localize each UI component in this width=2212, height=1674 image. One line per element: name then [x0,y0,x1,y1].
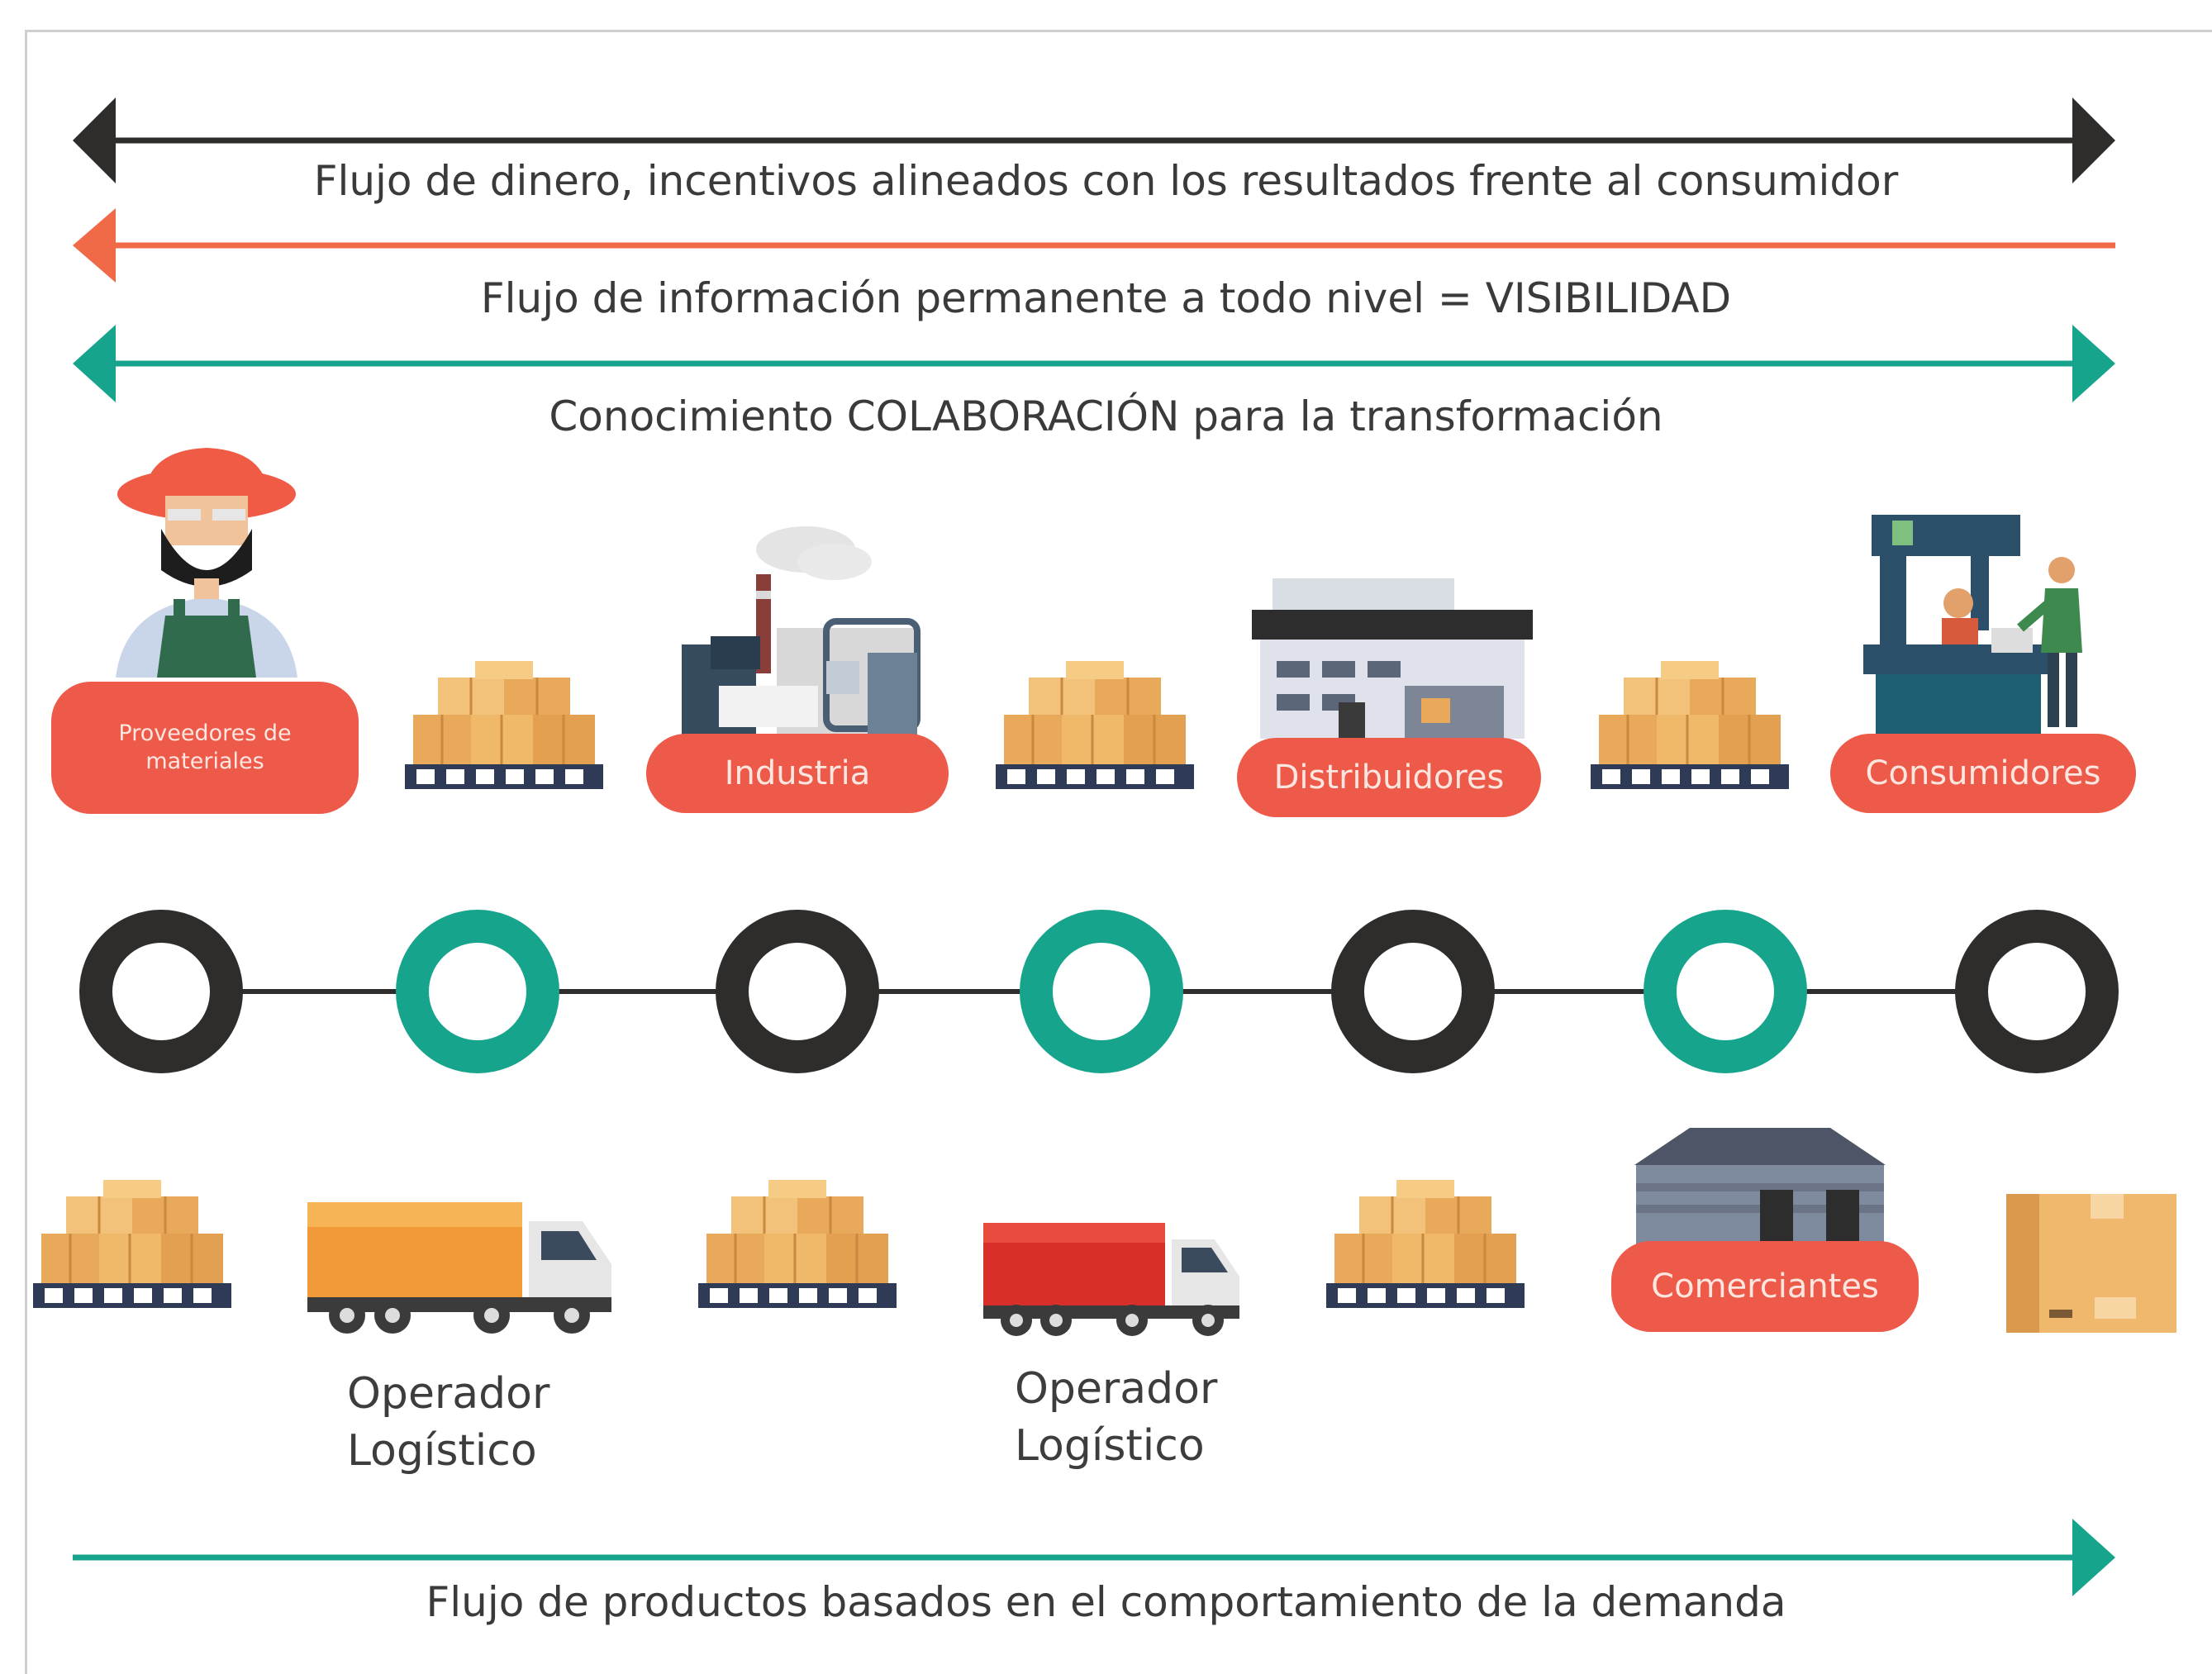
operator-label-2-line-1: Operador [1015,1364,1218,1414]
chain-ring-6 [1644,910,1807,1073]
information-flow-label: Flujo de información permanente a todo n… [480,274,1732,322]
farmer-icon [116,448,297,678]
orange-truck-icon [307,1202,611,1334]
products-flow-arrow [73,1519,2115,1596]
red-truck-icon [983,1223,1239,1336]
chain-ring-2 [396,910,559,1073]
distributors-pill: Distribuidores [1237,738,1541,817]
products-flow-label: Flujo de productos basados en el comport… [426,1578,1786,1626]
chain-ring-7 [1955,910,2119,1073]
top-boxes-1-icon [403,659,605,791]
operator-label-1-line-1: Operador [347,1369,550,1419]
operator-label-2-line-2: Logístico [1015,1420,1205,1471]
knowledge-flow-label: Conocimiento COLABORACIÓN para la transf… [549,392,1663,440]
information-flow-arrow [73,208,2115,283]
top-boxes-2-icon [994,659,1196,791]
chain-ring-4 [1020,910,1183,1073]
store-icon [1634,1128,1886,1256]
knowledge-flow-arrow [73,325,2115,402]
chain-ring-3 [716,910,879,1073]
bottom-boxes-1-icon [31,1178,233,1310]
money-flow-arrow [73,97,2115,183]
checkout-icon [1863,515,2082,740]
chain-ring-1 [79,910,243,1073]
bottom-boxes-3-icon [1325,1178,1526,1310]
consumers-pill: Consumidores [1830,734,2136,813]
warehouse-icon [1252,578,1533,739]
factory-icon [682,526,920,735]
bottom-boxes-2-icon [697,1178,898,1310]
money-flow-label: Flujo de dinero, incentivos alineados co… [313,157,1899,205]
merchants-pill: Comerciantes [1611,1241,1919,1332]
operator-label-1: Operador Logístico [347,1366,549,1479]
suppliers-pill: Proveedores de materiales [51,682,359,814]
diagram-frame [25,30,2212,1674]
chain-ring-5 [1331,910,1495,1073]
top-boxes-3-icon [1589,659,1791,791]
package-icon [2006,1194,2176,1333]
operator-label-2: Operador Logístico [1015,1361,1217,1474]
operator-label-1-line-2: Logístico [347,1425,537,1476]
industry-pill: Industria [646,734,949,813]
